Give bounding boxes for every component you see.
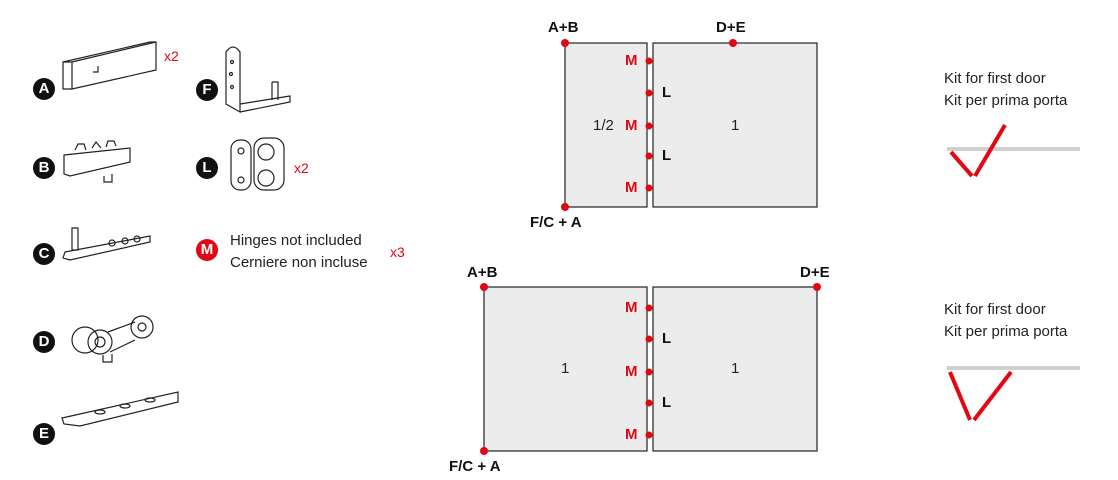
part-e-badge: E (33, 423, 55, 445)
kit-1-check-icon (947, 123, 1080, 178)
part-d-drawing (71, 315, 154, 363)
diagram-1-doors (561, 39, 818, 211)
d1-hinge-label: M (625, 52, 638, 69)
d2-left-door-label: 1 (561, 360, 570, 377)
d2-top-left-label: A+B (467, 264, 498, 281)
d2-hinge-label: M (625, 299, 638, 316)
part-d-badge: D (33, 331, 55, 353)
kit-2-it: Kit per prima porta (944, 323, 1068, 340)
d1-left-door-label: 1/2 (593, 117, 614, 134)
d2-hinge-label: M (625, 363, 638, 380)
d1-bottom-left-label: F/C + A (530, 214, 582, 231)
part-a-badge: A (33, 78, 55, 100)
hinges-note-it: Cerniere non incluse (230, 254, 368, 271)
part-l-badge: L (196, 157, 218, 179)
d2-hinge-label: M (625, 426, 638, 443)
d1-hinge-label: L (662, 147, 672, 164)
kit-2-en: Kit for first door (944, 301, 1046, 318)
part-c-badge: C (33, 243, 55, 265)
hinges-note-en: Hinges not included (230, 232, 362, 249)
kit-1-it: Kit per prima porta (944, 92, 1068, 109)
kit-2-v-icon (947, 366, 1080, 422)
d1-right-door-label: 1 (731, 117, 740, 134)
d1-hinge-label: M (625, 179, 638, 196)
d2-top-right-label: D+E (800, 264, 830, 281)
d1-hinge-label: L (662, 84, 672, 101)
part-c-drawing (62, 227, 151, 261)
d1-top-right-label: D+E (716, 19, 746, 36)
d1-hinge-label: M (625, 117, 638, 134)
d2-bottom-left-label: F/C + A (449, 458, 501, 475)
part-l-qty: x2 (294, 160, 309, 176)
part-f-badge: F (196, 79, 218, 101)
part-a-drawing (62, 41, 157, 90)
hinge-m-badge: M (196, 239, 218, 261)
part-b-drawing (63, 140, 131, 183)
hinges-qty: x3 (390, 244, 405, 260)
d1-top-left-label: A+B (548, 19, 579, 36)
kit-1-en: Kit for first door (944, 70, 1046, 87)
d2-hinge-label: L (662, 394, 672, 411)
diagram-2-doors (480, 283, 821, 455)
d2-hinge-label: L (662, 330, 672, 347)
part-l-drawing (230, 137, 285, 191)
part-e-drawing (61, 391, 179, 427)
part-a-qty: x2 (164, 48, 179, 64)
part-b-badge: B (33, 157, 55, 179)
d2-right-door-label: 1 (731, 360, 740, 377)
part-f-drawing (225, 46, 291, 114)
